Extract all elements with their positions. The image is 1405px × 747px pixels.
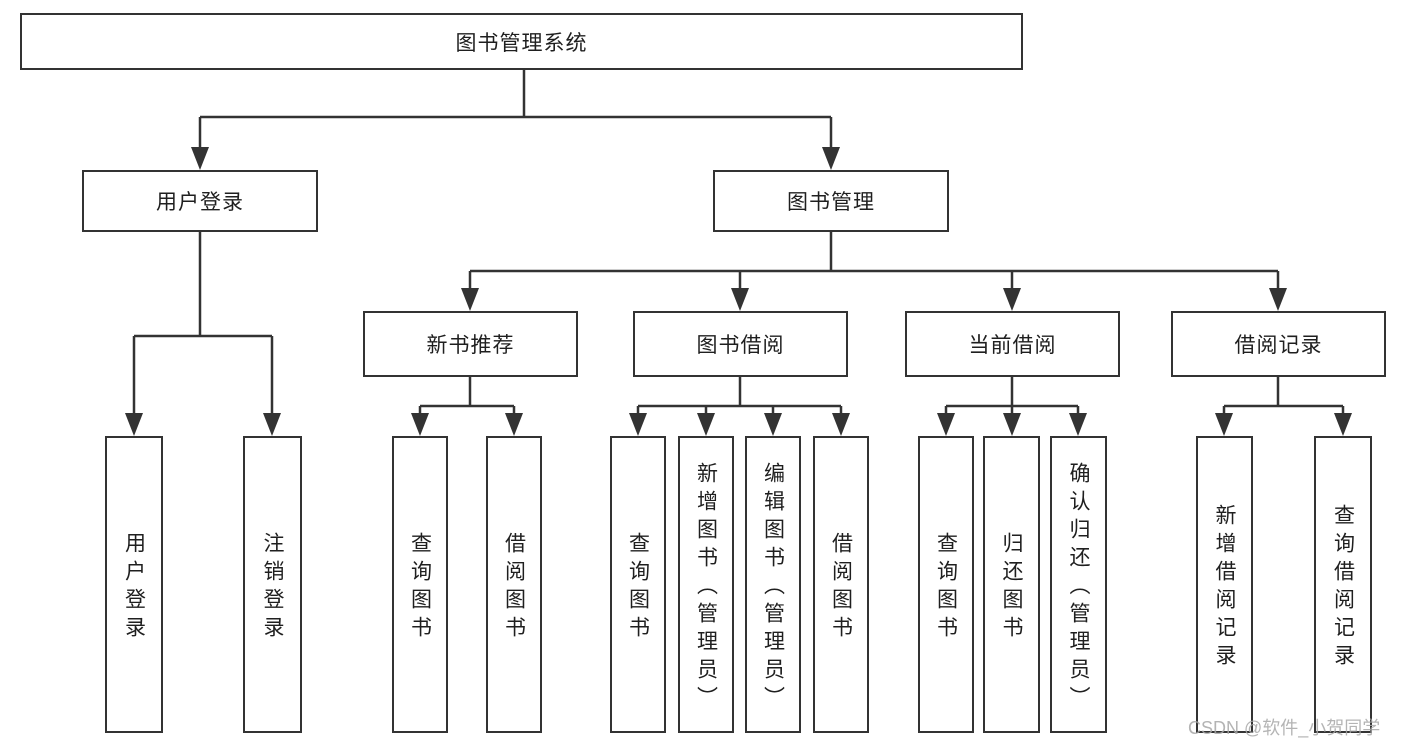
tree-connectors — [132, 69, 1345, 418]
node-root-title: 图书管理系统 — [20, 13, 1023, 70]
node-book-management: 图书管理 — [713, 170, 949, 232]
leaf-confirm-return-admin: 确认归还（管理员） — [1050, 436, 1107, 733]
node-book-borrow: 图书借阅 — [633, 311, 848, 377]
leaf-recommend-query-books: 查询图书 — [392, 436, 448, 733]
leaf-return-books: 归还图书 — [983, 436, 1040, 733]
node-user-login: 用户登录 — [82, 170, 318, 232]
csdn-watermark: CSDN @软件_小贺同学 — [1188, 718, 1381, 738]
arrow-down-icons — [125, 147, 1352, 436]
node-borrow-records: 借阅记录 — [1171, 311, 1386, 377]
node-new-book-recommend: 新书推荐 — [363, 311, 578, 377]
leaf-query-borrow-record: 查询借阅记录 — [1314, 436, 1372, 733]
leaf-current-query-books: 查询图书 — [918, 436, 974, 733]
leaf-borrow-books: 借阅图书 — [813, 436, 869, 733]
node-current-borrow: 当前借阅 — [905, 311, 1120, 377]
leaf-user-login: 用户登录 — [105, 436, 163, 733]
leaf-borrow-query-books: 查询图书 — [610, 436, 666, 733]
leaf-add-borrow-record: 新增借阅记录 — [1196, 436, 1253, 733]
leaf-recommend-borrow-books: 借阅图书 — [486, 436, 542, 733]
leaf-add-books-admin: 新增图书（管理员） — [678, 436, 734, 733]
leaf-logout: 注销登录 — [243, 436, 302, 733]
leaf-edit-books-admin: 编辑图书（管理员） — [745, 436, 801, 733]
